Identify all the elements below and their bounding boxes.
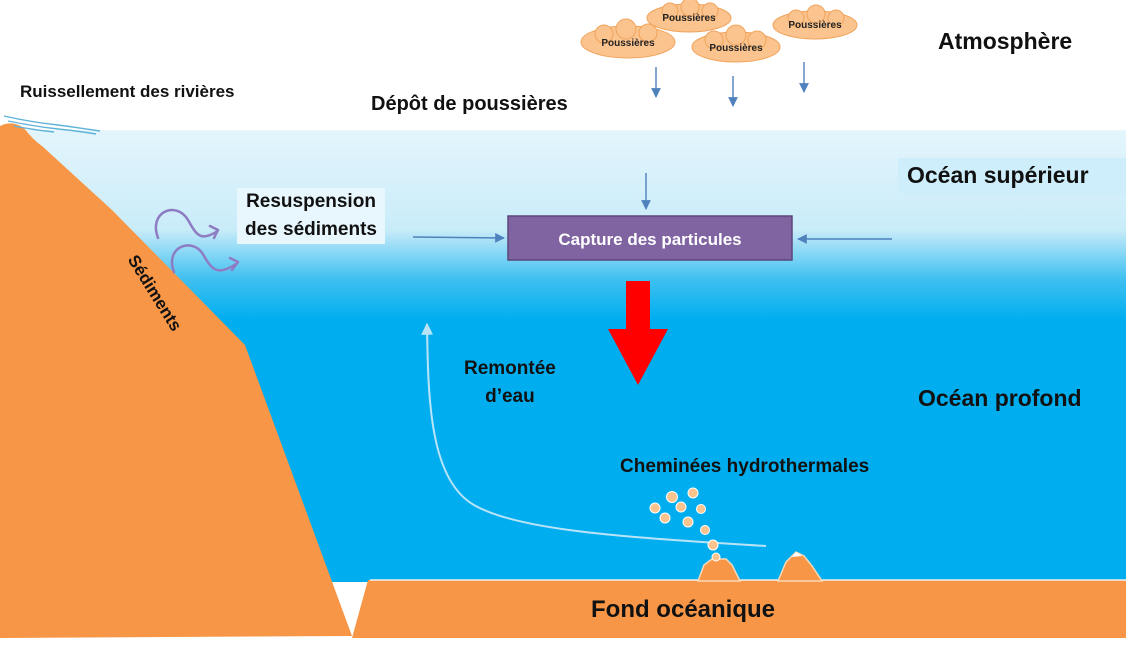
dust-cloud-label: Poussières	[788, 20, 842, 31]
dust-cloud-4: Poussières	[772, 4, 858, 40]
export-flux-arrow	[608, 281, 668, 385]
ocean-floor-label: Fond océanique	[591, 596, 776, 623]
ocean-floor	[352, 580, 1126, 638]
hydrothermal-vent-left	[696, 558, 742, 582]
dust-deposition-arrows	[651, 62, 809, 107]
upwelling-arrow	[421, 322, 767, 547]
upper-ocean-label: Océan supérieur	[907, 162, 1089, 188]
resuspension-label: Resuspension des sédiments	[237, 188, 385, 244]
upper-ocean-label-band	[898, 158, 1126, 196]
resuspension-arrows	[154, 208, 240, 274]
resuspension-to-capture-arrow	[412, 233, 505, 243]
deep-ocean-label: Océan profond	[918, 385, 1082, 411]
dust-cloud-1: Poussières	[580, 18, 676, 59]
river-waves	[3, 115, 101, 135]
dust-cloud-label: Poussières	[709, 43, 763, 54]
hydrothermal-vents-label: Cheminées hydrothermales	[620, 456, 870, 477]
upwelling-label: Remontée d’eau	[464, 358, 556, 407]
dust-deposition-label: Dépôt de poussières	[371, 93, 568, 115]
dust-cloud-2: Poussières	[646, 0, 732, 33]
river-runoff-label: Ruissellement des rivières	[20, 82, 235, 101]
vent-particles	[649, 487, 721, 562]
dust-cloud-label: Poussières	[601, 38, 655, 49]
continental-slope	[0, 123, 352, 638]
particle-capture-box	[507, 215, 793, 261]
particle-capture-label: Capture des particules	[558, 230, 741, 249]
hydrothermal-vent-right	[776, 551, 824, 582]
dust-cloud-label: Poussières	[662, 13, 716, 24]
atmosphere-label: Atmosphère	[938, 28, 1073, 54]
dust-cloud-3: Poussières	[691, 24, 781, 63]
